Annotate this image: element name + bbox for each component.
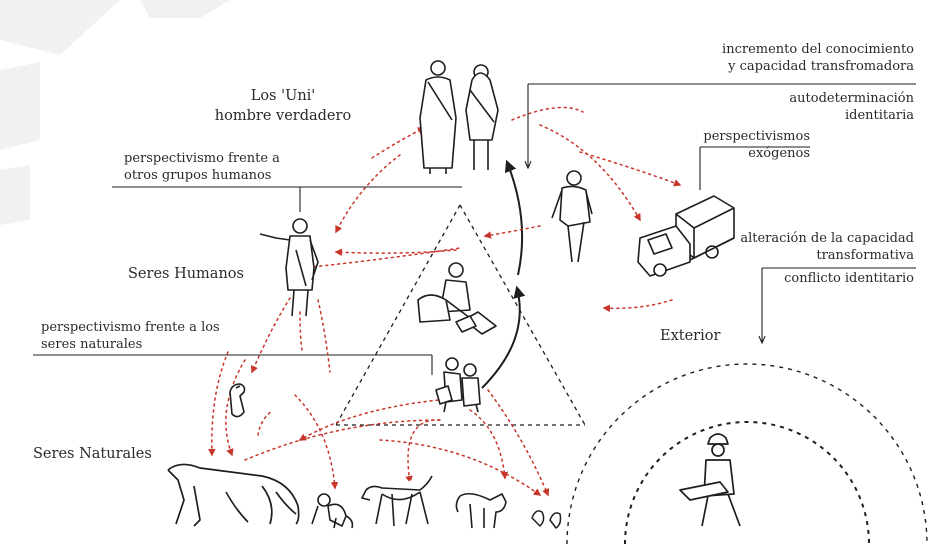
exterior-arcs (566, 363, 928, 544)
los-uni-title: Los 'Uni' (250, 88, 316, 104)
los-uni-label: Los 'Uni' hombre verdadero (208, 86, 358, 126)
perspectivismo-humanos-label: perspectivismo frente a otros grupos hum… (124, 150, 280, 184)
bird-icon (229, 383, 246, 418)
dog-icon (361, 475, 433, 527)
seated-man-icon (417, 262, 497, 335)
walking-woman-icon (551, 170, 593, 263)
ascent-arrows (481, 159, 526, 389)
perspectivismo-humanos-line2: otros grupos humanos (124, 168, 272, 183)
background-shapes (0, 0, 230, 225)
cat-icon (455, 492, 507, 529)
truck-icon (637, 195, 735, 277)
perspectivismo-naturales-line2: seres naturales (41, 337, 143, 352)
incremento-label: incremento del conocimiento y capacidad … (680, 41, 914, 75)
conflicto-label: conflicto identitario (784, 271, 914, 286)
incremento-line1: incremento del conocimiento (722, 42, 914, 57)
chainsaw-worker-icon (679, 433, 741, 527)
puma-icon (167, 463, 300, 527)
autodeterminacion-label: autodeterminación identitaria (730, 90, 914, 124)
perspectivismo-naturales-line1: perspectivismo frente a los (41, 320, 220, 335)
crouching-pair-icon (435, 357, 481, 413)
autodeterminacion-line2: identitaria (844, 108, 914, 123)
small-birds-icon (531, 510, 562, 529)
alteracion-label: alteración de la capacidad transformativ… (730, 230, 914, 264)
exterior-label: Exterior (660, 328, 721, 344)
perspectivismos-exogenos-label: perspectivismos exógenos (700, 128, 810, 162)
pyramid-dashed (335, 204, 586, 426)
seres-naturales-label: Seres Naturales (33, 446, 152, 462)
perspectivismo-naturales-label: perspectivismo frente a los seres natura… (41, 319, 220, 353)
exogenos-line2: exógenos (748, 146, 810, 161)
exogenos-line1: perspectivismos (703, 129, 810, 144)
red-dotted-arrows (208, 106, 682, 497)
monkey-icon (311, 493, 354, 529)
los-uni-subtitle: hombre verdadero (214, 108, 352, 124)
incremento-line2: y capacidad transfromadora (728, 59, 914, 74)
alteracion-line2: transformativa (816, 248, 914, 263)
alteracion-line1: alteración de la capacidad (740, 231, 914, 246)
autodeterminacion-line1: autodeterminación (789, 91, 914, 106)
seres-humanos-label: Seres Humanos (128, 266, 244, 282)
perspectivismo-humanos-line1: perspectivismo frente a (124, 151, 280, 166)
couple-figures-icon (419, 60, 499, 174)
label-rules (33, 83, 916, 375)
pointing-man-icon (259, 218, 319, 317)
